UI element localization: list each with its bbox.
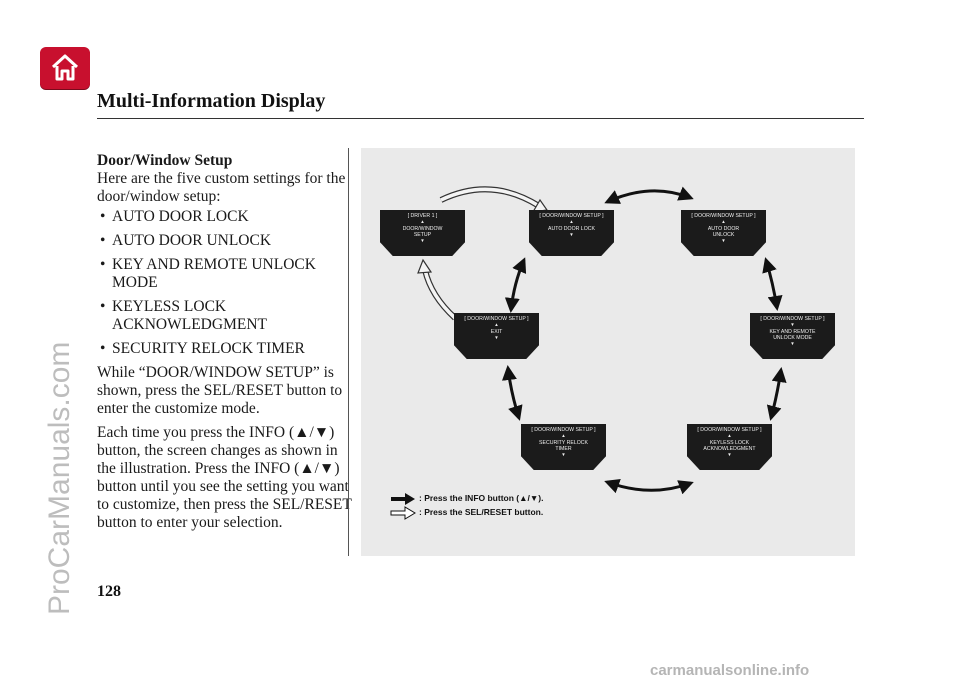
info-arrow-bottom	[604, 479, 694, 495]
info-arrow-top	[604, 186, 694, 204]
list-item: KEYLESS LOCK ACKNOWLEDGMENT	[97, 298, 353, 334]
section-title: Multi-Information Display	[97, 90, 326, 112]
watermark-side: ProCarManuals.com	[43, 341, 76, 615]
screen-exit: [ DOOR/WINDOW SETUP ] ▲ EXIT ▼	[454, 313, 539, 359]
column-divider	[348, 148, 349, 556]
body-text: Door/Window Setup Here are the five cust…	[97, 152, 353, 538]
legend-hollow-arrow-icon	[390, 506, 416, 520]
home-button[interactable]	[40, 47, 90, 89]
list-item: AUTO DOOR LOCK	[97, 208, 353, 226]
flow-arrows	[390, 186, 787, 520]
intro-paragraph: Here are the five custom settings for th…	[97, 170, 346, 205]
settings-list: AUTO DOOR LOCK AUTO DOOR UNLOCK KEY AND …	[97, 208, 353, 358]
paragraph-enter-mode: While “DOOR/WINDOW SETUP” is shown, pres…	[97, 364, 343, 417]
screen-auto-door-unlock: [ DOOR/WINDOW SETUP ] ▲ AUTO DOOR UNLOCK…	[681, 210, 766, 256]
screen-key-and-remote: [ DOOR/WINDOW SETUP ] ▼ KEY AND REMOTE U…	[750, 313, 835, 359]
screen-driver1: [ DRIVER 1 ] ▲ DOOR/WINDOW SETUP ▼	[380, 210, 465, 256]
illustration-panel: [ DRIVER 1 ] ▲ DOOR/WINDOW SETUP ▼ [ DOO…	[361, 148, 855, 556]
page-number: 128	[97, 583, 121, 600]
subsection-heading: Door/Window Setup	[97, 152, 233, 169]
watermark-bottom: carmanualsonline.info	[650, 662, 810, 679]
info-arrow-unlock-key	[762, 257, 783, 311]
paragraph-instructions: Each time you press the INFO (▲/▼) butto…	[97, 424, 352, 531]
info-arrow-key-keyless	[766, 367, 787, 421]
title-divider	[97, 118, 864, 119]
list-item: KEY AND REMOTE UNLOCK MODE	[97, 256, 353, 292]
info-arrow-exit-security	[501, 365, 523, 421]
legend-sel-label: : Press the SEL/RESET button.	[419, 507, 544, 517]
legend-info-label: : Press the INFO button (▲/▼).	[419, 493, 544, 503]
screen-keyless-lock: [ DOOR/WINDOW SETUP ] ▲ KEYLESS LOCK ACK…	[687, 424, 772, 470]
sel-arrow-exit-to-driver	[422, 269, 458, 321]
screen-security-relock: [ DOOR/WINDOW SETUP ] ▲ SECURITY RELOCK …	[521, 424, 606, 470]
legend-solid-arrow-icon	[391, 493, 415, 505]
screen-auto-door-lock: [ DOOR/WINDOW SETUP ] ▲ AUTO DOOR LOCK ▼	[529, 210, 614, 256]
info-arrow-lock-exit	[504, 257, 527, 313]
list-item: AUTO DOOR UNLOCK	[97, 232, 353, 250]
list-item: SECURITY RELOCK TIMER	[97, 340, 353, 358]
home-icon	[51, 54, 79, 81]
